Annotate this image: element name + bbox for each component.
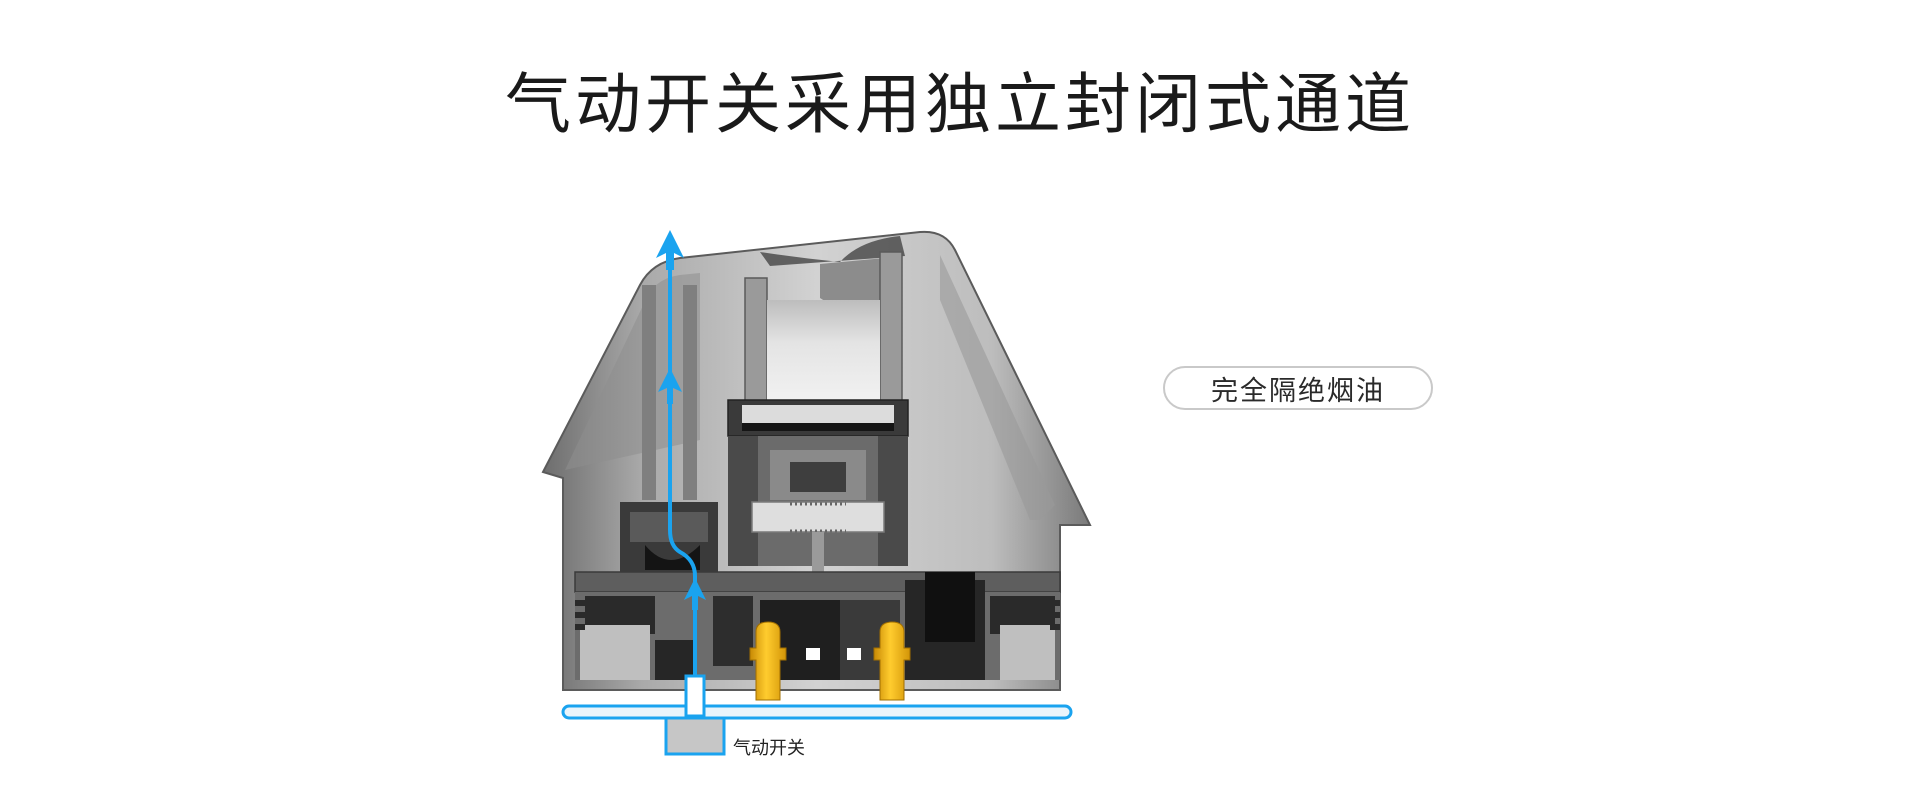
airflow-path xyxy=(668,262,697,676)
oil-isolation-callout: 完全隔绝烟油 xyxy=(1163,366,1433,410)
sealed-air-channel xyxy=(561,674,1073,720)
air-switch-sensor xyxy=(664,716,726,756)
mouthpiece-chimney xyxy=(642,251,903,500)
up-arrow-icon xyxy=(656,230,706,610)
air-switch-label: 气动开关 xyxy=(733,738,805,759)
atomizer-core xyxy=(727,399,909,572)
page-title: 气动开关采用独立封闭式通道 xyxy=(505,66,1415,143)
pod-base xyxy=(574,571,1061,680)
contact-pins xyxy=(749,621,911,701)
